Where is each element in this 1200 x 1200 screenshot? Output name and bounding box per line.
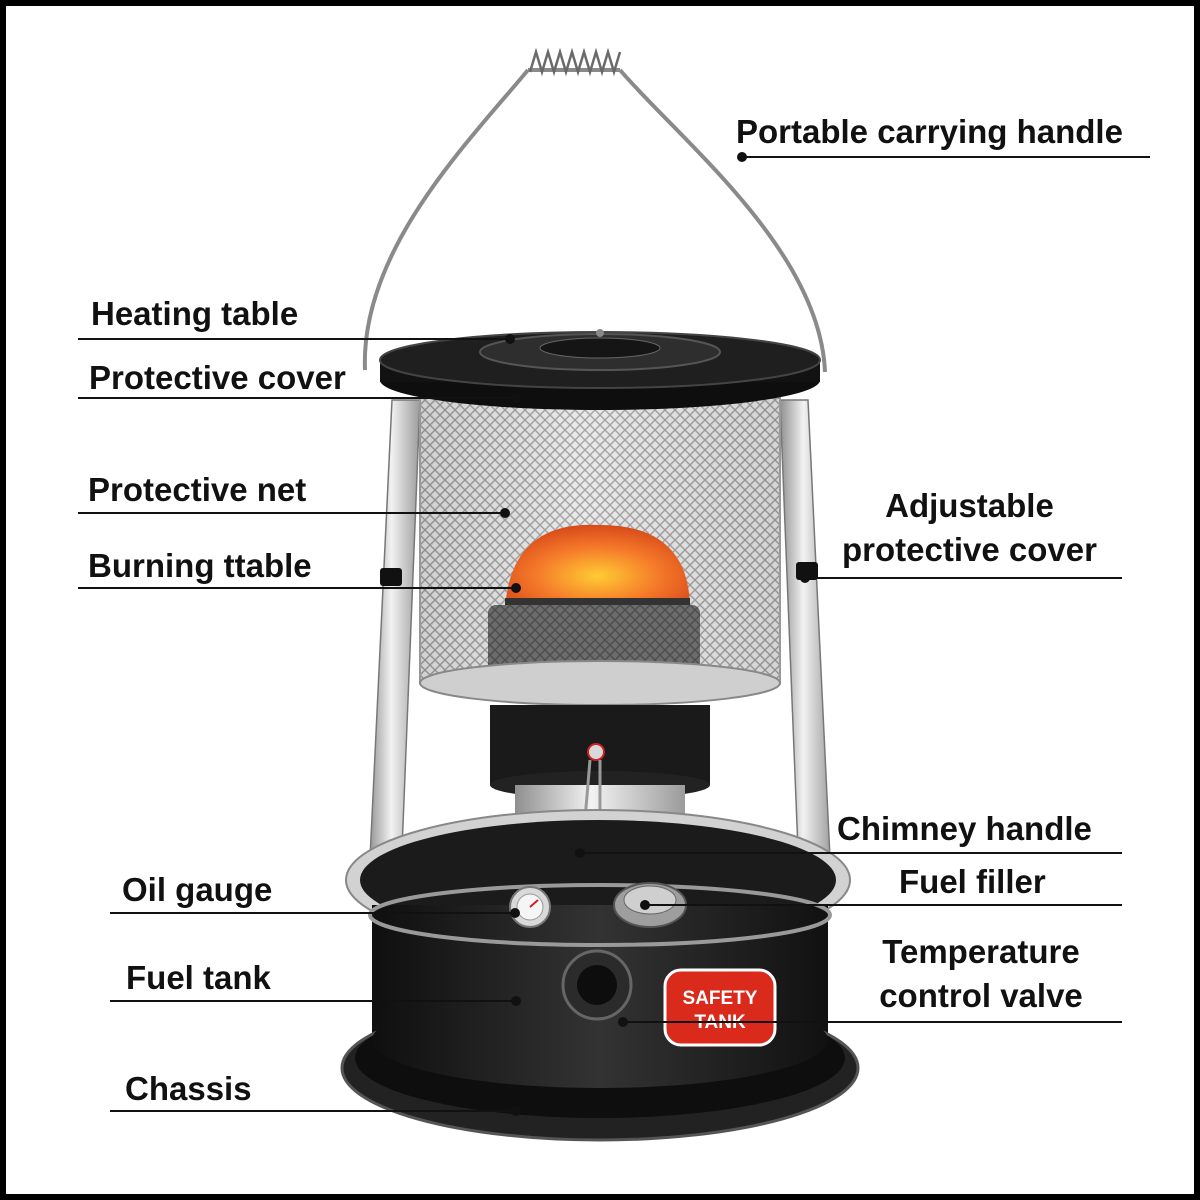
support-legs [367,399,833,901]
label-temperature-line-2: control valve [879,977,1083,1014]
leader-dot-heating-table [505,334,515,344]
label-oil-gauge: Oil gauge [122,871,273,908]
leader-dots [500,152,810,1116]
mesh-base-ring [419,660,781,706]
leader-dot-fuel-filler [640,900,650,910]
label-burning-table: Burning ttable [88,547,312,584]
label-protective-net: Protective net [88,471,307,508]
leader-dot-burning-table [511,583,521,593]
leader-dot-protective-cover [511,393,521,403]
label-portable-carrying-handle: Portable carrying handle [736,113,1123,150]
burning-table-drawing [488,524,700,677]
label-fuel-tank: Fuel tank [126,959,271,996]
leader-dot-temperature-valve [618,1017,628,1027]
badge-line-1: SAFETY [683,988,758,1009]
safety-tank-badge: SAFETY TANK [663,968,777,1047]
leader-lines [78,156,1150,1112]
label-protective-cover: Protective cover [89,359,346,396]
label-adjustable-line-1: Adjustable [885,487,1054,524]
label-temperature-control-valve: Temperature control valve [872,930,1090,1018]
label-chimney-handle: Chimney handle [837,810,1092,847]
label-fuel-filler: Fuel filler [899,863,1046,900]
leader-dot-oil-gauge [510,908,520,918]
oil-gauge-drawing [509,886,551,928]
temperature-knob-drawing [561,949,633,1021]
leader-dot-fuel-tank [511,996,521,1006]
carrying-handle [362,47,827,373]
top-plate-drawing [379,329,821,410]
leader-dot-chassis [511,1106,521,1116]
leader-dot-chimney-handle [575,848,585,858]
label-chassis: Chassis [125,1070,252,1107]
leader-dot-adjustable-cover [800,573,810,583]
left-lever-knob [380,568,402,586]
label-adjustable-line-2: protective cover [842,531,1097,568]
leader-dot-handle [737,152,747,162]
label-adjustable-protective-cover: Adjustable protective cover [832,484,1107,572]
label-temperature-line-1: Temperature [882,933,1080,970]
leader-dot-protective-net [500,508,510,518]
label-heating-table: Heating table [91,295,299,332]
